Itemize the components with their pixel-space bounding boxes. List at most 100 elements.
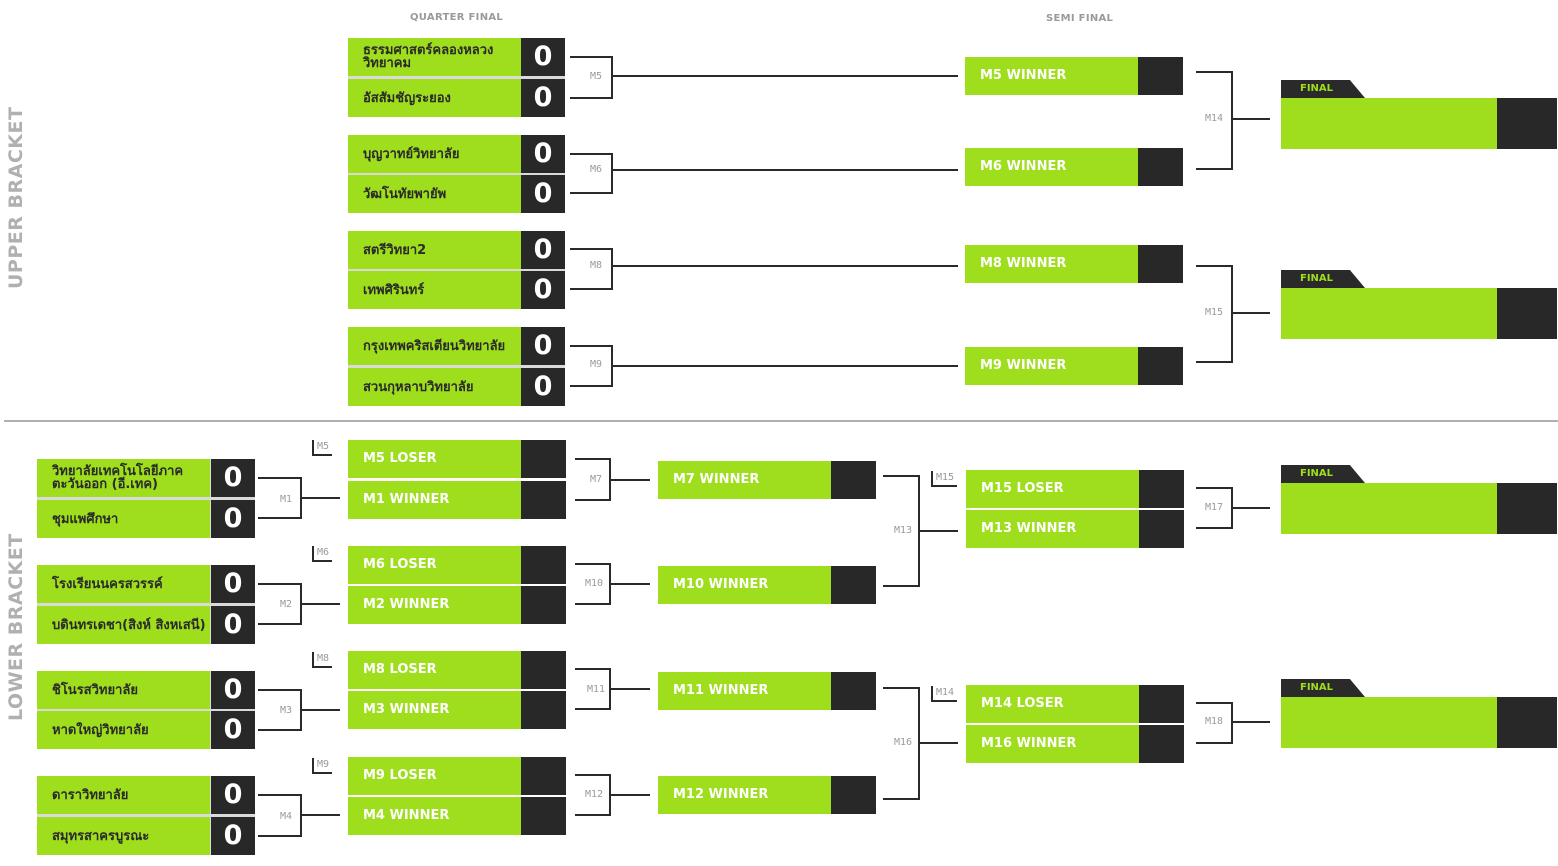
match-card-qf-2[interactable]: บุญวาทย์วิทยาลัย 0 วัฒโนทัยพายัพ 0: [348, 135, 565, 213]
final-team: [1281, 288, 1497, 339]
team-row[interactable]: ชิโนรสวิทยาลัย 0: [37, 671, 255, 709]
final-label: FINAL: [1300, 682, 1334, 693]
match-card-lower-4[interactable]: ดาราวิทยาลัย 0 สมุทรสาครบูรณะ 0: [37, 776, 255, 855]
lower-slot[interactable]: M1 WINNER: [348, 481, 566, 519]
team-row[interactable]: บดินทรเดชา(สิงห์ สิงหเสนี) 0: [37, 606, 255, 644]
match-card-qf-3[interactable]: สตรีวิทยา2 0 เทพศิรินทร์ 0: [348, 231, 565, 309]
lower-slot[interactable]: M4 WINNER: [348, 797, 566, 835]
team-name: กรุงเทพคริสเตียนวิทยาลัย: [348, 327, 521, 365]
team-name: สมุทรสาครบูรณะ: [37, 817, 210, 855]
team-name: ธรรมศาสตร์คลองหลวงวิทยาคม: [348, 38, 521, 76]
team-name: วิทยาลัยเทคโนโลยีภาคตะวันออก (อี.เทค): [37, 459, 210, 497]
lower-slot[interactable]: M7 WINNER: [658, 461, 876, 499]
slot-name: M16 WINNER: [966, 725, 1139, 763]
match-card-qf-4[interactable]: กรุงเทพคริสเตียนวิทยาลัย 0 สวนกุหลาบวิทย…: [348, 327, 565, 406]
slot-score: [1139, 685, 1184, 723]
match-label: M12: [585, 789, 604, 800]
final-label: FINAL: [1300, 273, 1334, 284]
match-label: M8: [590, 260, 603, 271]
team-row[interactable]: ดาราวิทยาลัย 0: [37, 776, 255, 814]
team-row[interactable]: ธรรมศาสตร์คลองหลวงวิทยาคม 0: [348, 38, 565, 76]
team-row[interactable]: สตรีวิทยา2 0: [348, 231, 565, 269]
final-box[interactable]: FINAL: [1281, 80, 1557, 150]
match-card-qf-1[interactable]: ธรรมศาสตร์คลองหลวงวิทยาคม 0 อัสสัมชัญระย…: [348, 38, 565, 117]
match-card-lower-2[interactable]: โรงเรียนนครสวรรค์ 0 บดินทรเดชา(สิงห์ สิง…: [37, 565, 255, 644]
team-row[interactable]: วัฒโนทัยพายัพ 0: [348, 175, 565, 213]
semi-final-slot[interactable]: M5 WINNER: [965, 57, 1183, 95]
team-name: โรงเรียนนครสวรรค์: [37, 565, 210, 603]
slot-score: [831, 776, 876, 814]
team-row[interactable]: สวนกุหลาบวิทยาลัย 0: [348, 368, 565, 406]
match-label: M3: [280, 705, 293, 716]
team-row[interactable]: หาดใหญ่วิทยาลัย 0: [37, 711, 255, 749]
final-team: [1281, 483, 1497, 534]
team-score: 0: [211, 671, 255, 709]
source-match-tag: M8: [312, 652, 333, 668]
team-name: ชุมแพศึกษา: [37, 500, 210, 538]
lower-bracket-label: LOWER BRACKET: [5, 533, 27, 721]
team-name: วัฒโนทัยพายัพ: [348, 175, 521, 213]
semi-final-slot[interactable]: M6 WINNER: [965, 148, 1183, 186]
team-row[interactable]: วิทยาลัยเทคโนโลยีภาคตะวันออก (อี.เทค) 0: [37, 459, 255, 497]
lower-slot[interactable]: M6 LOSER: [348, 546, 566, 584]
match-label: M5: [590, 71, 603, 82]
team-score: 0: [211, 606, 255, 644]
quarter-final-label: QUARTER FINAL: [410, 12, 504, 23]
semi-final-slot[interactable]: M8 WINNER: [965, 245, 1183, 283]
slot-name: M7 WINNER: [658, 461, 831, 499]
team-row[interactable]: ชุมแพศึกษา 0: [37, 500, 255, 538]
match-label: M4: [280, 811, 293, 822]
team-score: 0: [521, 135, 565, 173]
lower-slot[interactable]: M2 WINNER: [348, 586, 566, 624]
slot-name: M8 LOSER: [348, 651, 521, 689]
team-row[interactable]: บุญวาทย์วิทยาลัย 0: [348, 135, 565, 173]
match-label: M9: [590, 359, 603, 370]
team-name: เทพศิรินทร์: [348, 271, 521, 309]
team-score: 0: [211, 711, 255, 749]
lower-slot[interactable]: M12 WINNER: [658, 776, 876, 814]
final-box[interactable]: FINAL: [1281, 270, 1557, 340]
lower-slot[interactable]: M3 WINNER: [348, 691, 566, 729]
final-tab: FINAL: [1281, 465, 1365, 483]
team-row[interactable]: สมุทรสาครบูรณะ 0: [37, 817, 255, 855]
lower-slot[interactable]: M14 LOSER: [966, 685, 1184, 723]
team-name: ดาราวิทยาลัย: [37, 776, 210, 814]
team-score: 0: [521, 231, 565, 269]
slot-score: [1138, 347, 1183, 385]
team-row[interactable]: โรงเรียนนครสวรรค์ 0: [37, 565, 255, 603]
slot-name: M13 WINNER: [966, 510, 1139, 548]
final-score: [1497, 98, 1557, 149]
lower-slot[interactable]: M15 LOSER: [966, 470, 1184, 508]
lower-slot[interactable]: M16 WINNER: [966, 725, 1184, 763]
match-label: M1: [280, 494, 293, 505]
slot-name: M10 WINNER: [658, 566, 831, 604]
team-name: บุญวาทย์วิทยาลัย: [348, 135, 521, 173]
match-label: M2: [280, 599, 293, 610]
team-score: 0: [521, 79, 565, 117]
match-label: M6: [590, 164, 603, 175]
lower-slot[interactable]: M10 WINNER: [658, 566, 876, 604]
slot-score: [521, 481, 566, 519]
final-tab: FINAL: [1281, 80, 1365, 98]
team-score: 0: [521, 271, 565, 309]
semi-final-slot[interactable]: M9 WINNER: [965, 347, 1183, 385]
lower-slot[interactable]: M9 LOSER: [348, 757, 566, 795]
team-row[interactable]: เทพศิรินทร์ 0: [348, 271, 565, 309]
final-box[interactable]: FINAL: [1281, 465, 1557, 535]
match-card-lower-1[interactable]: วิทยาลัยเทคโนโลยีภาคตะวันออก (อี.เทค) 0 …: [37, 459, 255, 538]
slot-score: [521, 797, 566, 835]
lower-slot[interactable]: M13 WINNER: [966, 510, 1184, 548]
team-score: 0: [521, 38, 565, 76]
semi-final-label: SEMI FINAL: [1046, 13, 1114, 24]
match-card-lower-3[interactable]: ชิโนรสวิทยาลัย 0 หาดใหญ่วิทยาลัย 0: [37, 671, 255, 749]
slot-name: M8 WINNER: [965, 245, 1138, 283]
team-row[interactable]: อัสสัมชัญระยอง 0: [348, 79, 565, 117]
team-name: สวนกุหลาบวิทยาลัย: [348, 368, 521, 406]
lower-slot[interactable]: M8 LOSER: [348, 651, 566, 689]
final-box[interactable]: FINAL: [1281, 679, 1557, 749]
lower-slot[interactable]: M5 LOSER: [348, 440, 566, 478]
team-row[interactable]: กรุงเทพคริสเตียนวิทยาลัย 0: [348, 327, 565, 365]
match-label: M13: [894, 525, 913, 536]
lower-slot[interactable]: M11 WINNER: [658, 672, 876, 710]
